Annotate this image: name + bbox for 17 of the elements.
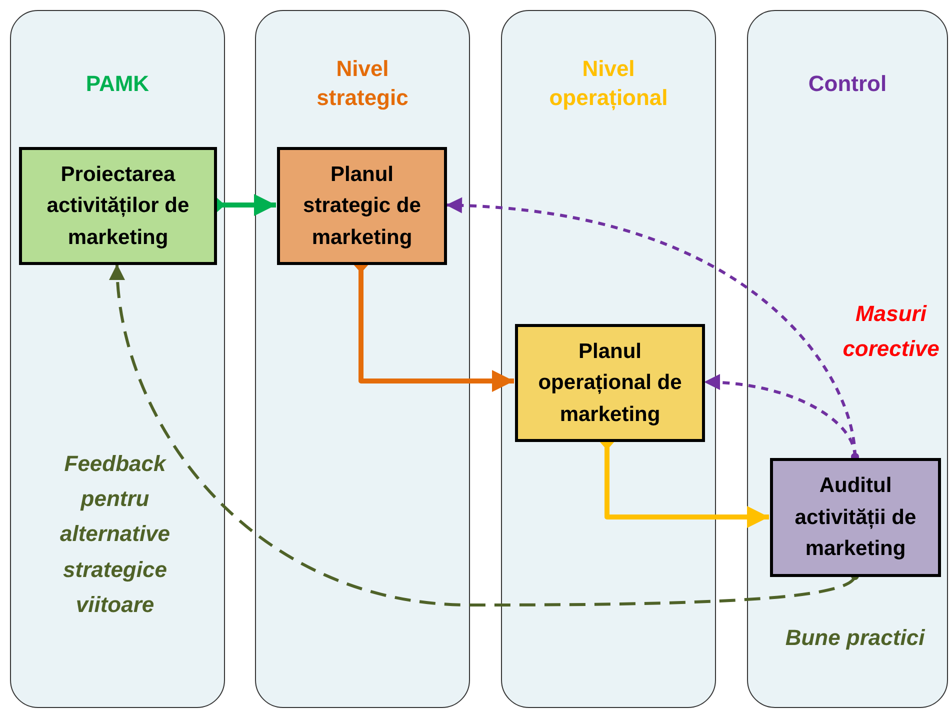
arrow bbox=[110, 264, 859, 606]
swimlane bbox=[10, 10, 225, 708]
swimlane bbox=[255, 10, 470, 708]
lane-heading: PAMK bbox=[86, 70, 150, 98]
process-box: Planul operațional de marketing bbox=[515, 324, 705, 442]
swimlane bbox=[501, 10, 716, 708]
process-box: Proiectarea activităților de marketing bbox=[19, 147, 217, 265]
process-box: Planul strategic de marketing bbox=[277, 147, 447, 265]
annotation-text: Bune practici bbox=[784, 624, 926, 652]
swimlane bbox=[747, 10, 948, 708]
lane-heading: Nivel operațional bbox=[548, 55, 669, 112]
process-box: Auditul activității de marketing bbox=[770, 458, 941, 577]
annotation-text: Masuri corective bbox=[842, 300, 940, 364]
annotation-text: Feedback pentru alternative strategice viitoare bbox=[58, 450, 172, 619]
lane-heading: Nivel strategic bbox=[316, 55, 410, 112]
arrow bbox=[704, 374, 859, 461]
lane-heading: Control bbox=[808, 70, 887, 98]
